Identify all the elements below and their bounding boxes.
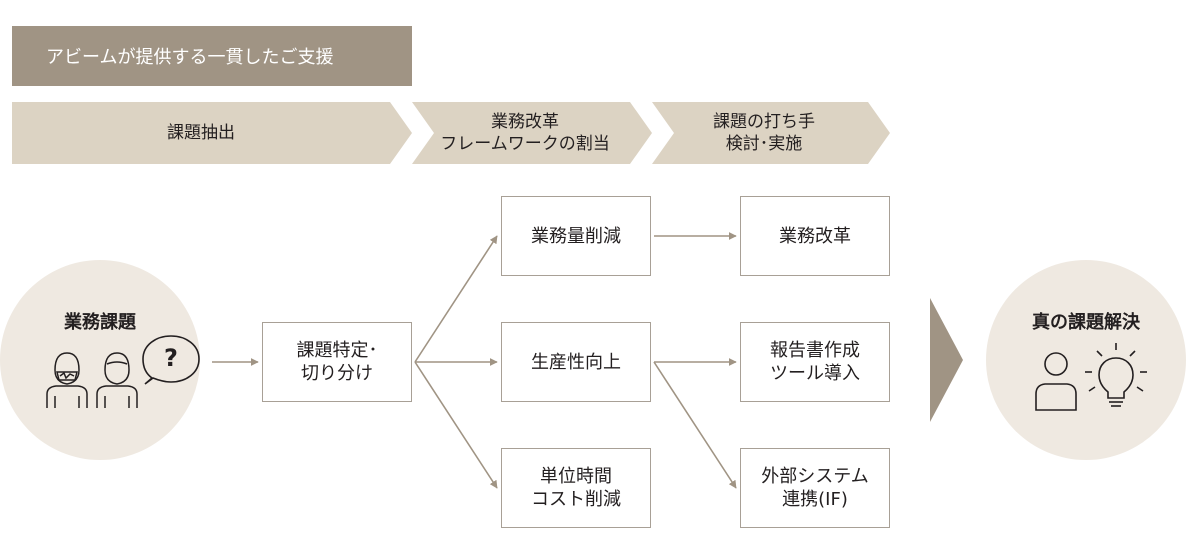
phase-chevron-2	[412, 102, 652, 164]
box-line: 生産性向上	[531, 351, 621, 373]
box-line: 単位時間	[540, 466, 612, 487]
header-title: アビームが提供する一貫したご支援	[46, 47, 334, 68]
box-line: 切り分け	[301, 363, 373, 384]
end-circle	[986, 260, 1186, 460]
box-external-system: 外部システム 連携(IF)	[740, 448, 890, 528]
phase-label-line: 課題の打ち手	[713, 112, 815, 132]
phase-chevron-3	[652, 102, 890, 164]
start-circle	[0, 260, 200, 460]
box-line: 業務量削減	[531, 225, 621, 247]
identify-box: 課題特定･ 切り分け	[262, 322, 412, 402]
phase-chevron-1	[12, 102, 412, 164]
lightbulb-icon	[1085, 343, 1147, 407]
box-line: 業務改革	[779, 225, 851, 247]
phase-label-measures: 課題の打ち手 検討･実施	[660, 102, 868, 164]
connector-identify-to-reduce	[414, 235, 498, 363]
box-workload-reduction: 業務量削減	[501, 196, 651, 276]
box-productivity: 生産性向上	[501, 322, 651, 402]
header-banner: アビームが提供する一貫したご支援	[12, 26, 412, 86]
box-line: 外部システム	[761, 466, 869, 487]
box-line: 課題特定･	[296, 340, 378, 361]
phase-label-line: 業務改革	[491, 112, 559, 132]
speech-bubble-question-mark: ?	[164, 344, 178, 372]
connector-identify-to-cost	[414, 361, 498, 489]
phase-label-framework: 業務改革 フレームワークの割当	[420, 102, 630, 164]
box-line: 連携(IF)	[782, 489, 848, 510]
connector-productivity-to-external	[653, 361, 737, 489]
person-icon	[96, 352, 138, 408]
box-line: 報告書作成	[770, 340, 860, 361]
phase-label-line: 検討･実施	[725, 134, 803, 154]
start-circle-title: 業務課題	[64, 312, 136, 333]
box-unit-cost: 単位時間 コスト削減	[501, 448, 651, 528]
solution-person-icon	[1035, 352, 1077, 411]
end-circle-title: 真の課題解決	[1032, 312, 1140, 333]
box-report-tool: 報告書作成 ツール導入	[740, 322, 890, 402]
box-line: コスト削減	[531, 489, 621, 510]
box-line: ツール導入	[770, 363, 860, 384]
masked-person-icon	[46, 352, 88, 408]
speech-bubble-icon	[142, 335, 200, 385]
box-business-reform: 業務改革	[740, 196, 890, 276]
phase-label-extract: 課題抽出	[12, 102, 390, 164]
phase-label-line: フレームワークの割当	[440, 134, 610, 154]
result-arrow	[930, 298, 963, 422]
phase-label-line: 課題抽出	[167, 123, 235, 143]
